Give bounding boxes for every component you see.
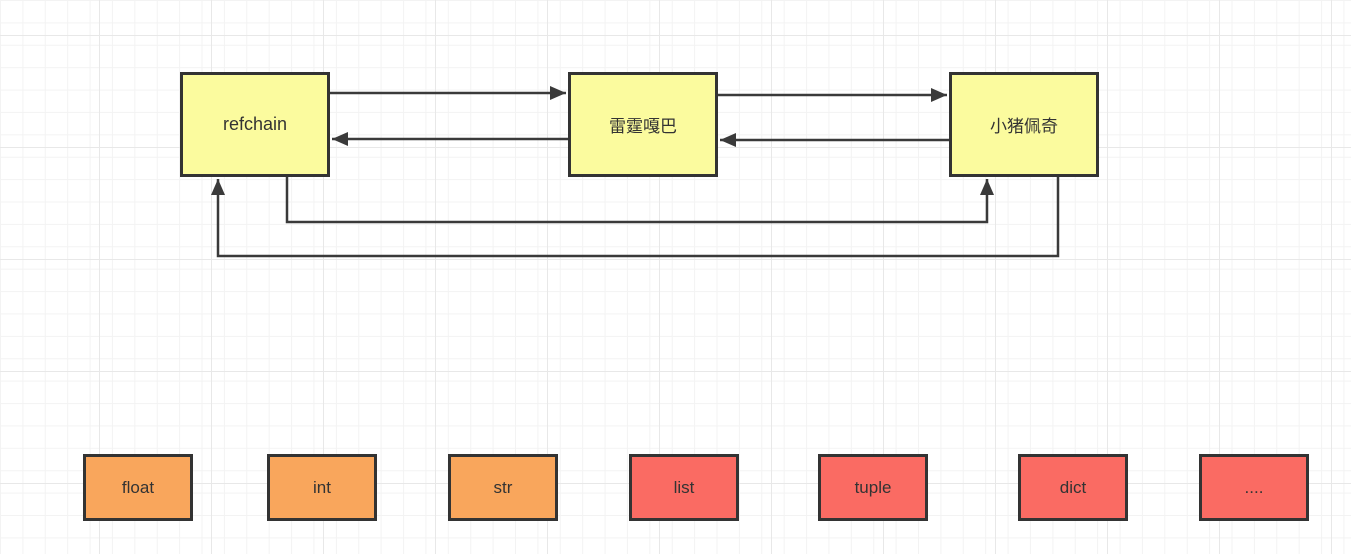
node-refchain[interactable]: refchain: [180, 72, 330, 177]
node-more-label: ....: [1244, 477, 1264, 497]
node-list-label: list: [673, 477, 695, 497]
node-tuple[interactable]: tuple: [818, 454, 928, 521]
node-dict[interactable]: dict: [1018, 454, 1128, 521]
node-str[interactable]: str: [448, 454, 558, 521]
node-str-label: str: [493, 477, 513, 497]
node-more[interactable]: ....: [1199, 454, 1309, 521]
node-xiaozhu-peiqi-label: 小猪佩奇: [990, 117, 1058, 136]
node-dict-label: dict: [1059, 477, 1087, 497]
node-refchain-label: refchain: [222, 114, 288, 134]
node-xiaozhu-peiqi[interactable]: 小猪佩奇: [949, 72, 1099, 177]
node-int[interactable]: int: [267, 454, 377, 521]
edge-xiaozhu-peiqi-to-refchain: [211, 177, 1060, 258]
node-float[interactable]: float: [83, 454, 193, 521]
node-list[interactable]: list: [629, 454, 739, 521]
node-tuple-label: tuple: [854, 477, 892, 497]
node-float-label: float: [121, 477, 155, 497]
node-leiting-gaba-label: 雷霆嘎巴: [609, 117, 677, 136]
node-int-label: int: [313, 477, 331, 497]
node-leiting-gaba[interactable]: 雷霆嘎巴: [568, 72, 718, 177]
edge-refchain-to-xiaozhu-peiqi: [285, 177, 994, 224]
